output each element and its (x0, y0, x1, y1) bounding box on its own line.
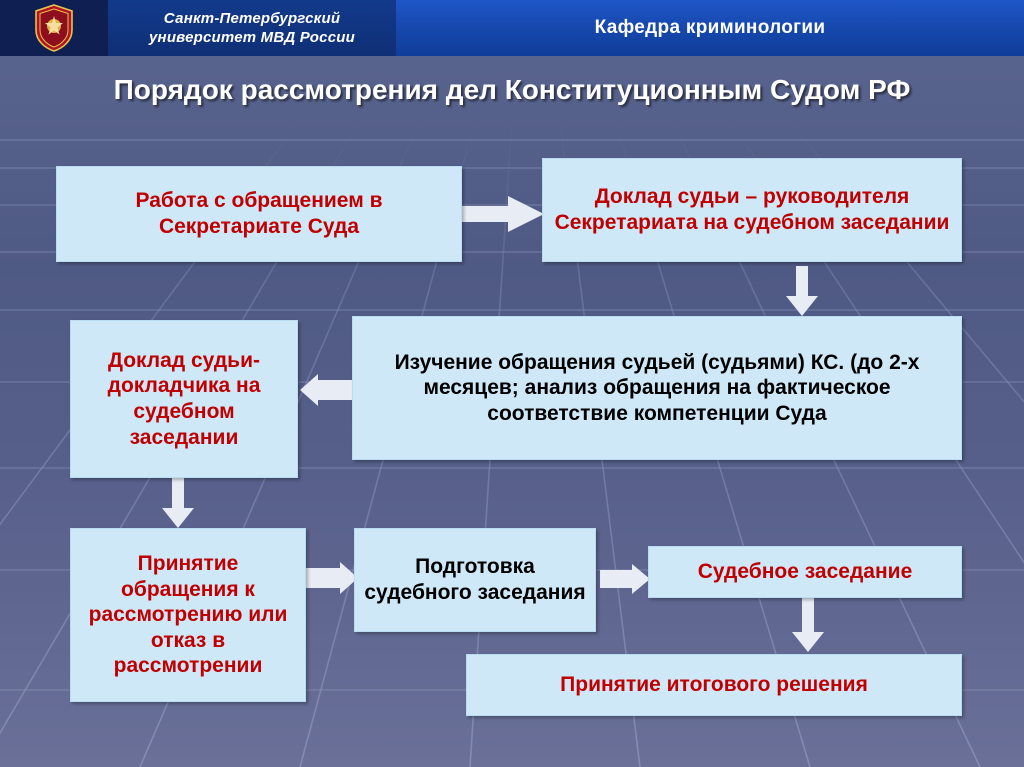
arrow-b6-b7 (600, 564, 650, 594)
flow-box-doklad-sudi-dokladchika[interactable]: Доклад судьи-докладчика на судебном засе… (70, 320, 298, 478)
arrow-b3-b4 (300, 374, 362, 406)
flow-box-prinyatie-resheniya[interactable]: Принятие итогового решения (466, 654, 962, 716)
flow-box-prinyatie-obrashcheniya[interactable]: Принятие обращения к рассмотрению или от… (70, 528, 306, 702)
arrow-b4-b5 (162, 478, 194, 528)
slide-header: Санкт-Петербургский университет МВД Росс… (0, 0, 1024, 56)
page-title: Порядок рассмотрения дел Конституционным… (113, 74, 911, 105)
arrow-b7-b8 (792, 598, 824, 652)
flow-box-sudebnoe-zasedanie[interactable]: Судебное заседание (648, 546, 962, 598)
flow-box-podgotovka-zasedaniya[interactable]: Подготовка судебного заседания (354, 528, 596, 632)
flow-box-izuchenie-obrashcheniya[interactable]: Изучение обращения судьей (судьями) КС. … (352, 316, 962, 460)
arrow-b1-b2 (462, 196, 544, 232)
flow-box-rabota-s-obrashcheniem[interactable]: Работа с обращением в Секретариате Суда (56, 166, 462, 262)
emblem-container (0, 0, 108, 56)
university-name: Санкт-Петербургский университет МВД Росс… (108, 0, 396, 56)
university-line2: университет МВД России (149, 29, 355, 46)
university-line1: Санкт-Петербургский (163, 10, 341, 27)
arrow-b2-b3 (786, 266, 818, 316)
arrow-b5-b6 (306, 562, 358, 594)
flow-box-doklad-sudi-rukovoditelya[interactable]: Доклад судьи – руководителя Секретариата… (542, 158, 962, 262)
mvd-emblem-icon (35, 4, 73, 52)
department-banner: Кафедра криминологии (396, 0, 1024, 56)
department-name: Кафедра криминологии (594, 17, 826, 38)
